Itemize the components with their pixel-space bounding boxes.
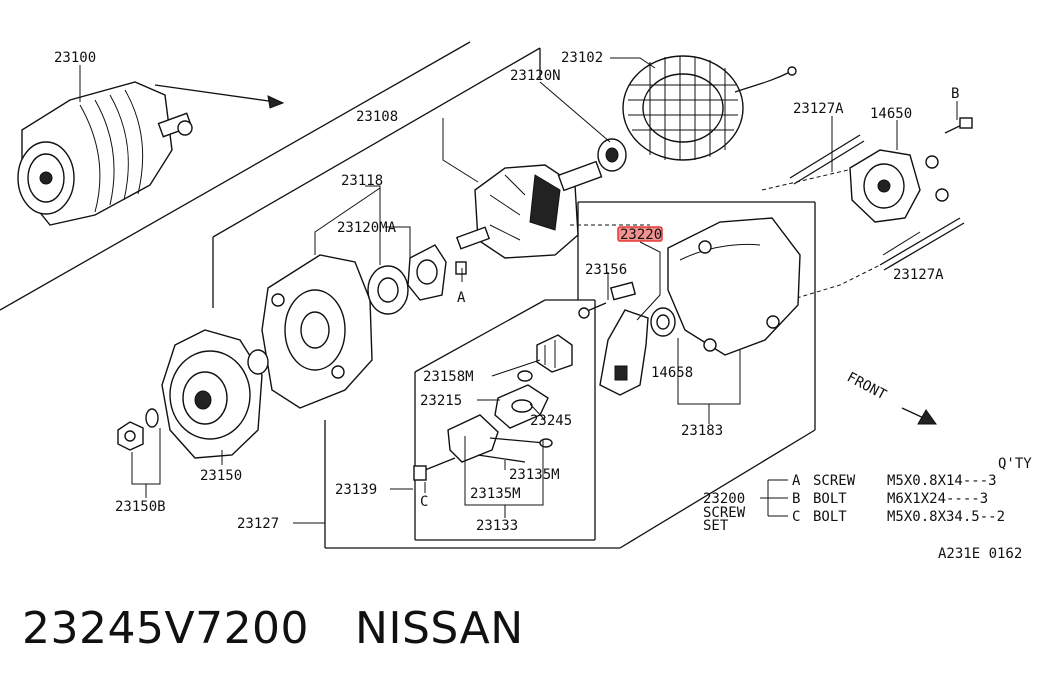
label-23245: 23245 xyxy=(530,413,572,429)
bearing-23120ma xyxy=(367,265,409,315)
leader-lines xyxy=(79,57,958,524)
rear-cover-14650 xyxy=(849,117,973,223)
screw-set-title-1: SCREW xyxy=(703,505,746,521)
label-14658: 14658 xyxy=(651,365,693,381)
footer-caption: 23245V7200 NISSAN xyxy=(22,598,570,660)
row-a-spec: M5X0.8X14---3 xyxy=(887,473,997,489)
highlight-box xyxy=(617,226,663,242)
label-23102: 23102 xyxy=(561,50,603,66)
label-23150b: 23150B xyxy=(115,499,166,515)
front-housing-23118 xyxy=(261,254,373,409)
label-a: A xyxy=(457,290,466,306)
stator-23102 xyxy=(622,55,797,161)
row-c-letter: C xyxy=(792,509,800,525)
footer-part-number: 23245V7200 xyxy=(22,603,310,654)
label-23135m-b: 23135M xyxy=(470,486,521,502)
row-b-kind: BOLT xyxy=(813,491,847,507)
screw-set-title-2: SET xyxy=(703,518,729,534)
rear-housing-23183 xyxy=(667,217,801,356)
label-23133: 23133 xyxy=(476,518,518,534)
pulley-nut-washer-23150b xyxy=(117,408,159,451)
label-23120ma: 23120MA xyxy=(337,220,397,236)
label-23150: 23150 xyxy=(200,468,242,484)
regulator-cap-23158m xyxy=(517,334,573,382)
assembly-frame-lines xyxy=(0,41,816,549)
label-23215: 23215 xyxy=(420,393,462,409)
bearing-23120n xyxy=(597,138,627,172)
label-23108: 23108 xyxy=(356,109,398,125)
row-a-kind: SCREW xyxy=(813,473,856,489)
label-23220: 23220 xyxy=(620,227,662,243)
label-23127: 23127 xyxy=(237,516,279,532)
row-a-letter: A xyxy=(792,473,801,489)
oil-seal-14658 xyxy=(650,307,676,337)
row-c-spec: M5X0.8X34.5--2 xyxy=(887,509,1005,525)
label-23127a-bottom: 23127A xyxy=(893,267,944,283)
dashed-guide-lines xyxy=(570,169,881,301)
front-direction-arrow xyxy=(901,407,937,425)
label-23127a-top: 23127A xyxy=(793,101,844,117)
label-front: FRONT xyxy=(844,369,889,403)
qty-header: Q'TY xyxy=(998,456,1032,472)
pulley-23150 xyxy=(161,329,269,459)
row-b-letter: B xyxy=(792,491,800,507)
row-b-spec: M6X1X24----3 xyxy=(887,491,988,507)
diagram-code: A231E 0162 xyxy=(938,546,1022,562)
screw-set-table: Q'TY 23200 SCREW SET A SCREW M5X0.8X14--… xyxy=(703,456,1032,534)
label-23118: 23118 xyxy=(341,173,383,189)
label-23158m: 23158M xyxy=(423,369,474,385)
footer-brand: NISSAN xyxy=(355,603,524,654)
screw-set-part-number: 23200 xyxy=(703,491,745,507)
label-b: B xyxy=(951,86,959,102)
label-23139: 23139 xyxy=(335,482,377,498)
regulator-23133 xyxy=(413,414,553,481)
insulator-23215 xyxy=(494,384,549,429)
label-23135m-a: 23135M xyxy=(509,467,560,483)
label-c: C xyxy=(420,494,428,510)
label-14650: 14650 xyxy=(870,106,912,122)
row-c-kind: BOLT xyxy=(813,509,847,525)
label-23183: 23183 xyxy=(681,423,723,439)
through-bolts-23127a xyxy=(789,134,965,271)
label-23100: 23100 xyxy=(54,50,96,66)
bearing-retainer xyxy=(407,244,467,301)
terminal-set-23156 xyxy=(578,281,637,319)
label-23156: 23156 xyxy=(585,262,627,278)
brush-holder-23220 xyxy=(599,309,649,396)
rotor-23108 xyxy=(455,160,603,259)
label-23120n: 23120N xyxy=(510,68,561,84)
alternator-assembly-23100 xyxy=(17,81,285,226)
